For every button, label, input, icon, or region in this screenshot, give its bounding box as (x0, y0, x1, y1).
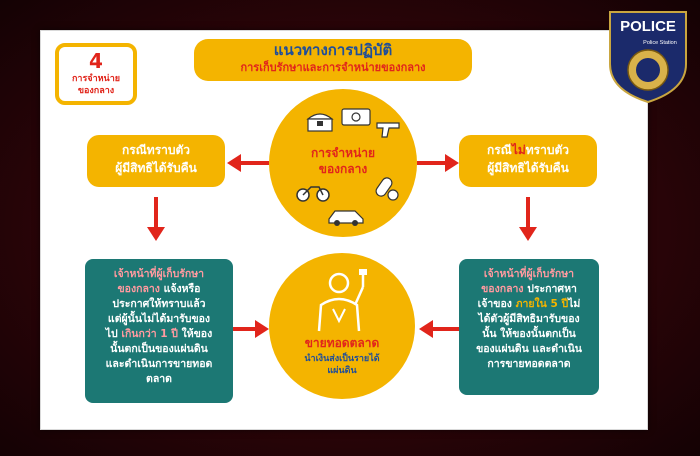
police-badge-logo: POLICE Police Station (604, 4, 692, 104)
auction-sublabel: นำเงินส่งเป็นรายได้ แผ่นดิน (304, 354, 380, 376)
arrow-center-to-left (227, 154, 269, 172)
left-case-line2: ผู้มีสิทธิได้รับคืน (115, 161, 197, 175)
right-case-line2: ผู้มีสิทธิได้รับคืน (487, 161, 569, 175)
infographic-slide: 4 การจำหน่าย ของกลาง แนวทางการปฏิบัติ กา… (40, 30, 648, 430)
disposal-label: การจำหน่าย ของกลาง (310, 146, 376, 176)
title-banner: แนวทางการปฏิบัติ การเก็บรักษาและการจำหน่… (194, 39, 472, 81)
left-case-line1: กรณีทราบตัว (121, 143, 191, 157)
treasure-chest-icon (306, 113, 334, 132)
right-case-box: กรณีไม่ทราบตัว ผู้มีสิทธิได้รับคืน (459, 135, 597, 187)
step-number: 4 (89, 49, 103, 73)
pills-icon (375, 177, 399, 201)
money-icon (341, 108, 371, 126)
left-case-box: กรณีทราบตัว ผู้มีสิทธิได้รับคืน (87, 135, 225, 187)
arrow-right-to-center (419, 320, 459, 338)
title-line1: แนวทางการปฏิบัติ (273, 41, 393, 59)
title-line2: การเก็บรักษาและการจำหน่ายของกลาง (240, 61, 426, 74)
step-label-line2: ของกลาง (77, 86, 115, 96)
motorcycle-icon (296, 186, 330, 202)
step-label-line1: การจำหน่าย (71, 74, 121, 84)
left-detail-box: เจ้าหน้าที่ผู้เก็บรักษา ของกลาง แจ้งหรือ… (85, 259, 233, 403)
right-detail-box: เจ้าหน้าที่ผู้เก็บรักษา ของกลาง ประกาศหา… (459, 259, 599, 395)
arrow-center-to-right (417, 154, 459, 172)
badge-word: POLICE (620, 18, 676, 35)
arrow-left-to-center (233, 320, 269, 338)
auction-person-icon (317, 269, 367, 332)
right-case-line1: กรณีไม่ทราบตัว (486, 143, 570, 157)
arrow-left-down (147, 197, 165, 241)
step-box: 4 การจำหน่าย ของกลาง (55, 43, 137, 105)
auction-circle: ขายทอดตลาด นำเงินส่งเป็นรายได้ แผ่นดิน (269, 253, 415, 399)
car-icon (328, 210, 364, 226)
badge-small-text: Police Station (643, 40, 677, 46)
disposal-circle: การจำหน่าย ของกลาง (269, 89, 417, 237)
auction-label: ขายทอดตลาด (304, 336, 380, 350)
gun-icon (376, 122, 400, 138)
arrow-right-down (519, 197, 537, 241)
